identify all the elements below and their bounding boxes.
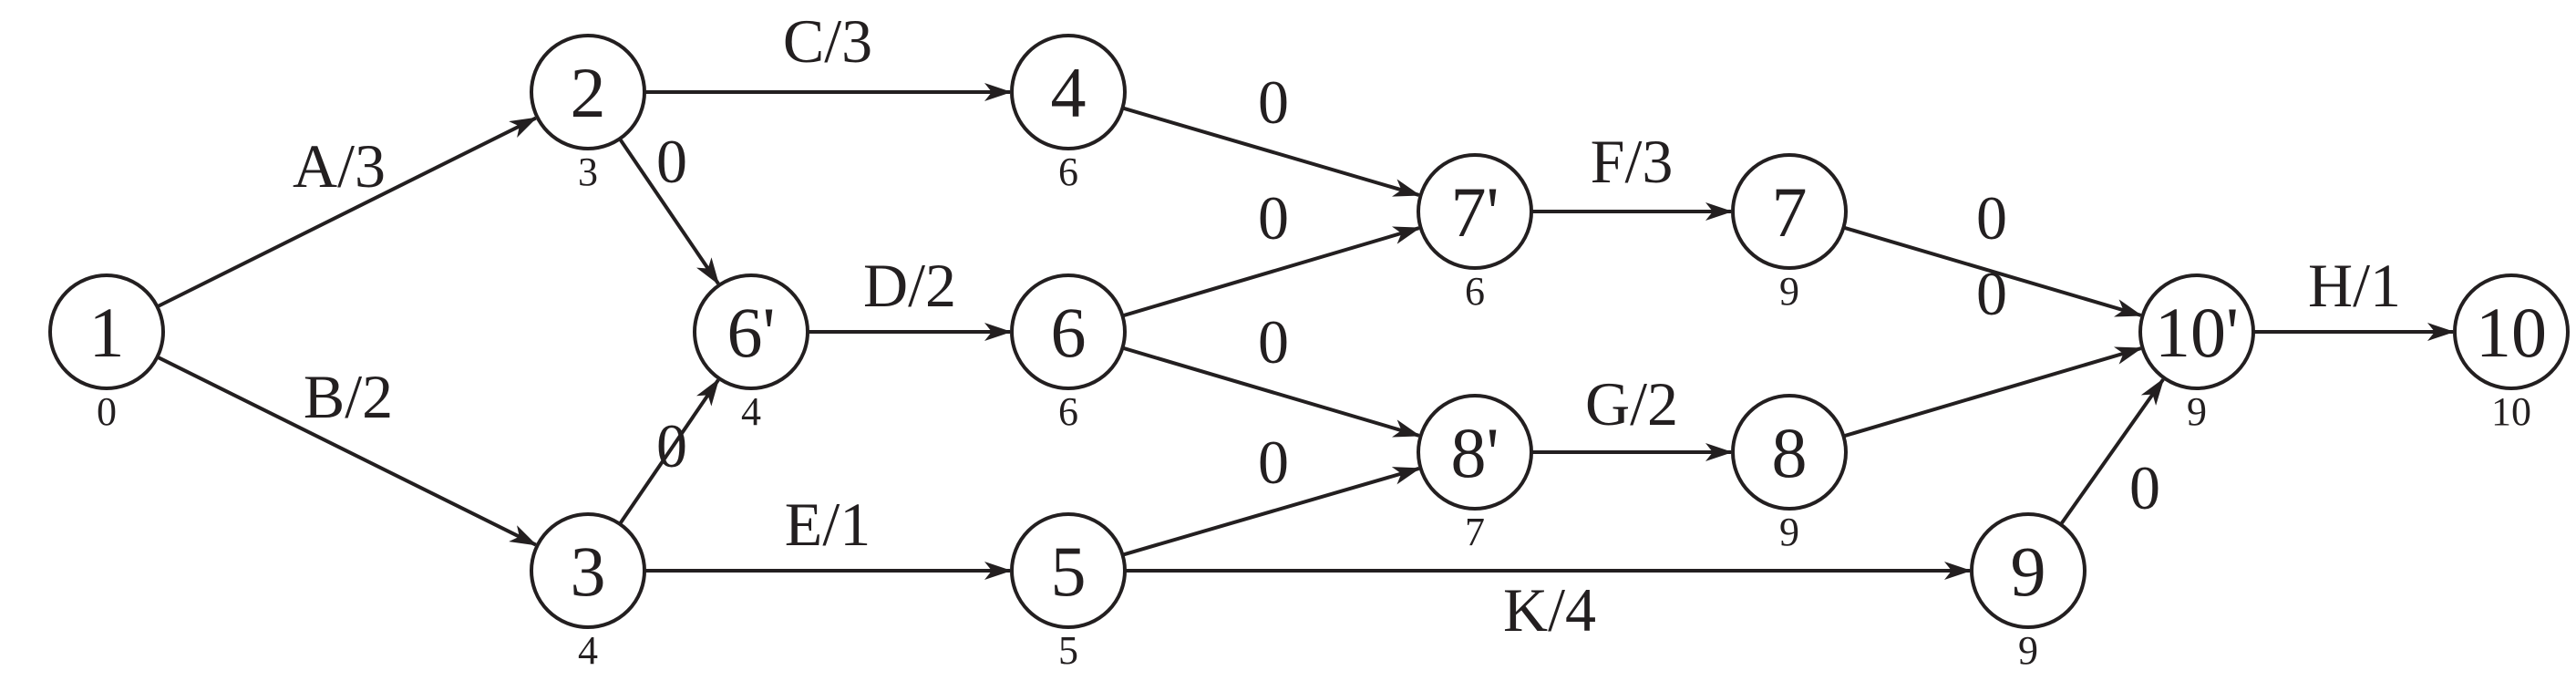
node-7: 79 [1731, 153, 1848, 314]
node-label: 3 [571, 531, 606, 611]
node-circle [530, 512, 646, 629]
edge-label-7-10p: 0 [1976, 183, 2007, 253]
node-circle [48, 273, 165, 390]
node-circle [1417, 394, 1533, 511]
node-time: 9 [2018, 628, 2038, 673]
edge-label-5-8p: 0 [1258, 428, 1289, 497]
node-time: 9 [1779, 269, 1799, 314]
node-label: 2 [571, 53, 606, 132]
node-time: 5 [1058, 628, 1078, 673]
node-8: 89 [1731, 394, 1848, 554]
edge-arrow-1-2 [156, 116, 538, 309]
node-label: 1 [89, 293, 125, 372]
node-time: 10 [2491, 389, 2531, 434]
node-circle [1010, 512, 1127, 629]
node-label: 10 [2476, 293, 2547, 372]
edge-arrow-3-6p [618, 378, 720, 525]
edge-label-6p-6: D/2 [863, 251, 956, 320]
node-time: 6 [1058, 150, 1078, 194]
edge-label-9-10p: 0 [2129, 453, 2160, 522]
node-label: 9 [2011, 531, 2046, 611]
node-5: 55 [1010, 512, 1127, 673]
node-time: 4 [578, 628, 598, 673]
edge-label-10p-10: H/1 [2308, 251, 2401, 320]
node-time: 0 [97, 389, 117, 434]
node-circle [2138, 273, 2255, 390]
node-10p: 10'9 [2138, 273, 2255, 434]
node-1: 10 [48, 273, 165, 434]
node-circle [1417, 153, 1533, 270]
node-circle [1010, 34, 1127, 150]
edge-arrow-9-10p [2059, 377, 2165, 526]
node-time: 9 [1779, 510, 1799, 554]
edge-arrow-4-7p [1121, 106, 1421, 197]
node-label: 7 [1772, 172, 1808, 252]
node-circle [1970, 512, 2087, 629]
node-circle [1731, 153, 1848, 270]
node-3: 34 [530, 512, 646, 673]
node-6: 66 [1010, 273, 1127, 434]
edge-label-1-3: B/2 [304, 362, 393, 431]
edge-label-2-4: C/3 [783, 6, 872, 76]
edge-arrow-6-8p [1121, 346, 1421, 438]
node-7p: 7'6 [1417, 153, 1533, 314]
node-9: 99 [1970, 512, 2087, 673]
node-label: 7' [1450, 172, 1499, 252]
node-time: 9 [2187, 389, 2207, 434]
edge-arrow-7-10p [1842, 225, 2143, 317]
edge-label-4-7p: 0 [1258, 67, 1289, 137]
edge-label-6-7p: 0 [1258, 183, 1289, 253]
edge-label-3-6p: 0 [656, 411, 687, 480]
node-circle [530, 34, 646, 150]
edge-label-8-10p: 0 [1976, 259, 2007, 328]
node-4: 46 [1010, 34, 1127, 194]
edge-arrow-8-10p [1842, 346, 2143, 439]
edge-label-3-5: E/1 [785, 490, 871, 559]
edge-label-6-8p: 0 [1258, 307, 1289, 377]
node-8p: 8'7 [1417, 394, 1533, 554]
node-time: 7 [1465, 510, 1485, 554]
node-circle [1010, 273, 1127, 390]
node-circle [693, 273, 809, 390]
node-label: 4 [1051, 53, 1087, 132]
node-label: 5 [1051, 531, 1087, 611]
edge-arrow-1-3 [156, 355, 538, 547]
edge-label-2-6p: 0 [656, 127, 687, 196]
node-time: 6 [1058, 389, 1078, 434]
node-label: 8' [1450, 413, 1499, 492]
edge-arrow-6-7p [1121, 226, 1421, 318]
edge-label-8p-8: G/2 [1585, 369, 1678, 439]
node-circle [1731, 394, 1848, 511]
edge-label-5-9: K/4 [1503, 575, 1596, 645]
node-time: 6 [1465, 269, 1485, 314]
node-circle [2453, 273, 2570, 390]
node-label: 10' [2155, 293, 2239, 372]
node-label: 8 [1772, 413, 1808, 492]
node-label: 6' [726, 293, 775, 372]
node-2: 23 [530, 34, 646, 194]
node-6p: 6'4 [693, 273, 809, 434]
node-time: 4 [741, 389, 761, 434]
node-time: 3 [578, 150, 598, 194]
edge-label-7p-7: F/3 [1591, 127, 1674, 196]
edge-label-1-2: A/3 [293, 131, 386, 201]
node-label: 6 [1051, 293, 1087, 372]
edge-arrow-2-6p [618, 138, 720, 285]
edge-arrow-5-8p [1121, 466, 1421, 557]
